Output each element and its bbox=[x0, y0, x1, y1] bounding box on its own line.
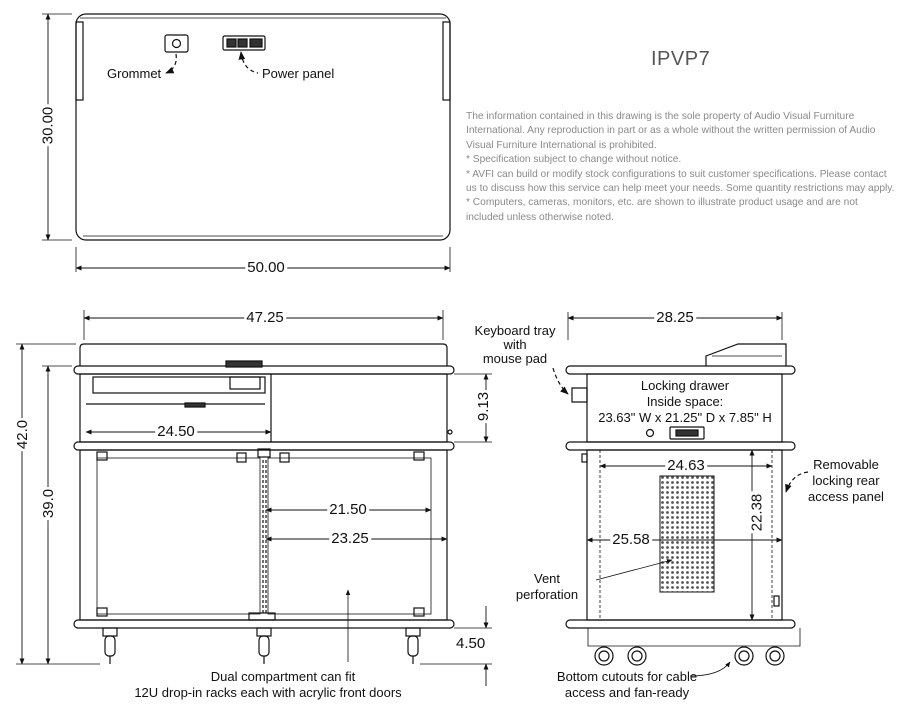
front-top-shelf bbox=[73, 365, 455, 375]
keyboard-tray-front bbox=[92, 376, 266, 394]
cutout-label-1: Bottom cutouts for cable bbox=[556, 669, 698, 684]
dim-inner-width-b: 23.25 bbox=[329, 530, 371, 547]
front-caption-line2: 12U drop-in racks each with acrylic fron… bbox=[134, 685, 402, 700]
front-top-cap bbox=[79, 343, 448, 366]
side-base-shelf bbox=[565, 619, 796, 629]
vent-label-1: Vent bbox=[533, 571, 561, 586]
caster-right bbox=[405, 627, 421, 664]
panel-label-1: Removable bbox=[813, 457, 879, 472]
dim-inner-depth-a: 24.63 bbox=[665, 457, 707, 474]
dim-drawer-height: 9.13 bbox=[475, 389, 493, 424]
top-rail-left bbox=[75, 21, 84, 101]
note-ownership: The information contained in this drawin… bbox=[466, 111, 876, 151]
side-view bbox=[552, 312, 809, 677]
drawer-label-1: Locking drawer bbox=[640, 378, 730, 393]
dim-front-height-total: 42.0 bbox=[14, 417, 32, 452]
front-door-right bbox=[267, 457, 432, 615]
keyboard-tray-label-1: Keyboard tray bbox=[474, 323, 556, 338]
note-spec-change: * Specification subject to change withou… bbox=[466, 154, 682, 166]
model-number: IPVP7 bbox=[651, 48, 711, 70]
front-base-shelf bbox=[73, 619, 455, 629]
power-panel-label: Power panel bbox=[262, 66, 335, 81]
front-view bbox=[16, 310, 492, 686]
dim-inner-height: 22.38 bbox=[748, 491, 766, 534]
note-custom-builds: * AVFI can build or modify stock configu… bbox=[466, 168, 895, 195]
dim-front-width: 47.25 bbox=[244, 309, 286, 326]
legal-notes: The information contained in this drawin… bbox=[466, 110, 896, 225]
power-panel-icon bbox=[222, 35, 266, 51]
top-view bbox=[42, 13, 451, 272]
caster-middle bbox=[256, 627, 272, 664]
front-caption-line1: Dual compartment can fit bbox=[210, 669, 356, 684]
side-middle-shelf bbox=[565, 441, 796, 451]
keyboard-tray-label-3: mouse pad bbox=[482, 351, 548, 366]
cutout-label-2: access and fan-ready bbox=[564, 685, 690, 700]
side-top-shelf bbox=[565, 365, 796, 375]
keyboard-tray-side bbox=[571, 387, 588, 403]
vent-perforation bbox=[659, 475, 715, 593]
side-casters bbox=[587, 628, 801, 666]
top-view-outline bbox=[75, 13, 451, 241]
dim-drawer-width: 24.50 bbox=[155, 423, 197, 440]
dim-caster-height: 4.50 bbox=[454, 635, 488, 652]
top-rail-right bbox=[442, 21, 451, 101]
dim-top-depth: 30.00 bbox=[39, 104, 57, 147]
caster-left bbox=[102, 627, 118, 664]
drawer-handle bbox=[669, 426, 705, 440]
dim-inner-width-a: 21.50 bbox=[327, 501, 369, 518]
front-door-left bbox=[96, 457, 261, 615]
grommet-label: Grommet bbox=[107, 66, 162, 81]
dim-inner-depth-b: 25.58 bbox=[610, 531, 652, 548]
panel-label-2: locking rear bbox=[812, 473, 880, 488]
side-top-bracket bbox=[705, 343, 787, 366]
drawer-label-2: Inside space: bbox=[646, 394, 724, 409]
drawer-label-3: 23.63" W x 21.25" D x 7.85" H bbox=[598, 410, 772, 425]
grommet-icon bbox=[164, 34, 189, 53]
panel-label-3: access panel bbox=[808, 489, 884, 504]
keyboard-tray-label-2: with bbox=[503, 337, 527, 352]
note-equipment: * Computers, cameras, monitors, etc. are… bbox=[466, 197, 858, 223]
dim-side-depth: 28.25 bbox=[654, 309, 696, 326]
dim-top-width: 50.00 bbox=[245, 259, 287, 276]
dim-front-height-body: 39.0 bbox=[40, 486, 58, 521]
vent-label-2: perforation bbox=[515, 587, 579, 602]
